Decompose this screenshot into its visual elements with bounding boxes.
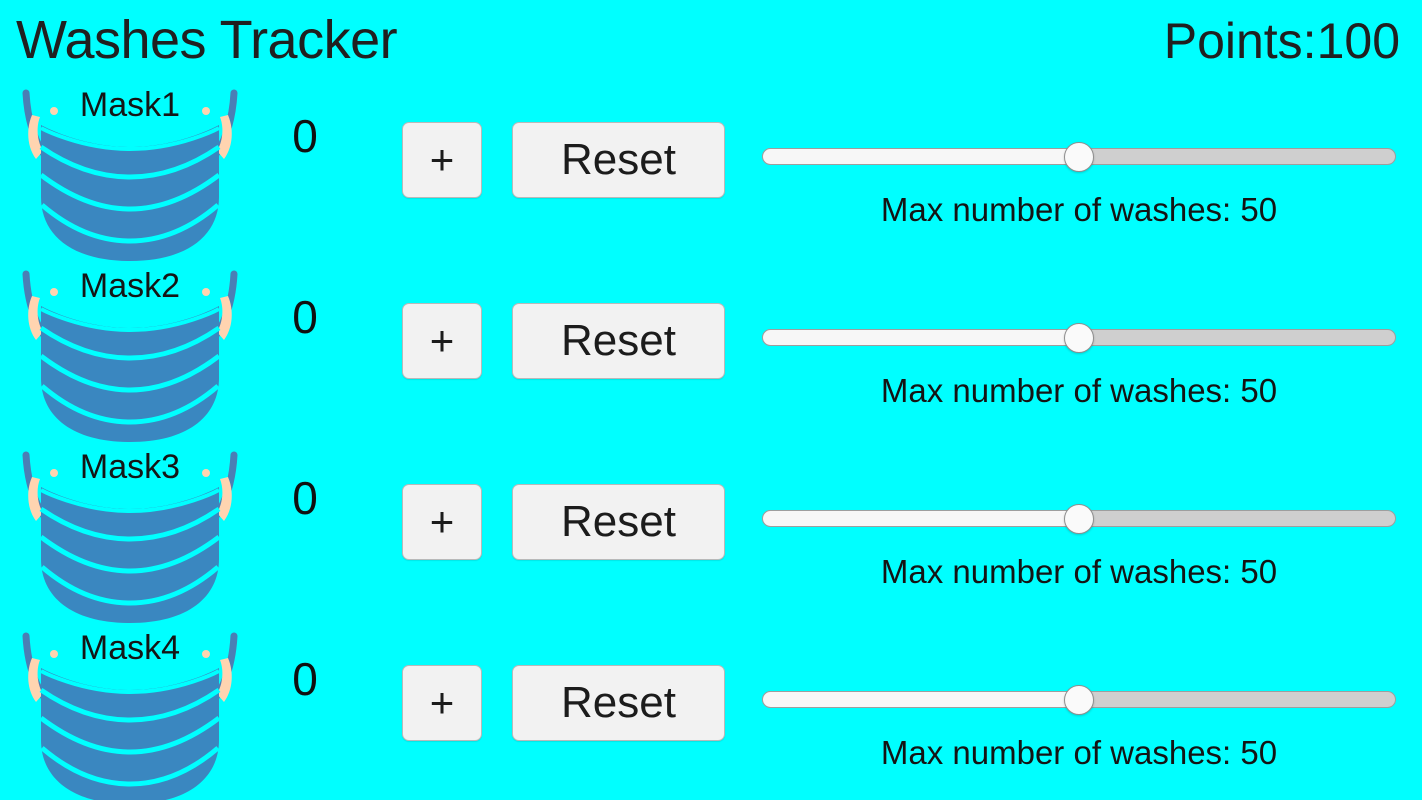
reset-button-4[interactable]: Reset	[512, 665, 725, 741]
slider-fill-4	[762, 691, 1079, 708]
wash-count-1: 0	[292, 110, 318, 162]
mask-row: Mask3 0 + Reset Max number of washes: 50	[0, 447, 1422, 628]
reset-button-1[interactable]: Reset	[512, 122, 725, 198]
max-washes-slider-4[interactable]	[762, 685, 1396, 715]
slider-thumb-3[interactable]	[1064, 504, 1094, 534]
face-mask-icon	[22, 632, 238, 800]
app-header: Washes Tracker Points:100	[0, 0, 1422, 82]
max-washes-caption-2: Max number of washes: 50	[880, 372, 1278, 409]
max-washes-caption-3: Max number of washes: 50	[880, 553, 1278, 590]
increment-button-2[interactable]: +	[402, 303, 482, 379]
points-display: Points:100	[1163, 13, 1400, 69]
face-mask-icon	[22, 270, 238, 442]
max-washes-caption-1: Max number of washes: 50	[880, 191, 1278, 228]
slider-thumb-2[interactable]	[1064, 323, 1094, 353]
mask-row: Mask1 0 + Reset Max number of washes: 50	[0, 85, 1422, 266]
max-washes-caption-4: Max number of washes: 50	[880, 734, 1278, 771]
mask-icon-4	[10, 628, 250, 800]
mask-icon-3	[10, 447, 250, 628]
wash-count-3: 0	[292, 472, 318, 524]
face-mask-icon	[22, 451, 238, 623]
increment-button-4[interactable]: +	[402, 665, 482, 741]
mask-icon-2	[10, 266, 250, 447]
reset-button-2[interactable]: Reset	[512, 303, 725, 379]
max-washes-slider-1[interactable]	[762, 142, 1396, 172]
mask-row: Mask2 0 + Reset Max number of washes: 50	[0, 266, 1422, 447]
face-mask-icon	[22, 89, 238, 261]
reset-button-3[interactable]: Reset	[512, 484, 725, 560]
mask-icon-1	[10, 85, 250, 266]
page-title: Washes Tracker	[16, 10, 398, 70]
slider-fill-2	[762, 329, 1079, 346]
max-washes-slider-3[interactable]	[762, 504, 1396, 534]
increment-button-1[interactable]: +	[402, 122, 482, 198]
slider-fill-1	[762, 148, 1079, 165]
slider-thumb-1[interactable]	[1064, 142, 1094, 172]
increment-button-3[interactable]: +	[402, 484, 482, 560]
slider-fill-3	[762, 510, 1079, 527]
mask-row: Mask4 0 + Reset Max number of washes: 50	[0, 628, 1422, 800]
slider-thumb-4[interactable]	[1064, 685, 1094, 715]
wash-count-2: 0	[292, 291, 318, 343]
max-washes-slider-2[interactable]	[762, 323, 1396, 353]
wash-count-4: 0	[292, 653, 318, 705]
